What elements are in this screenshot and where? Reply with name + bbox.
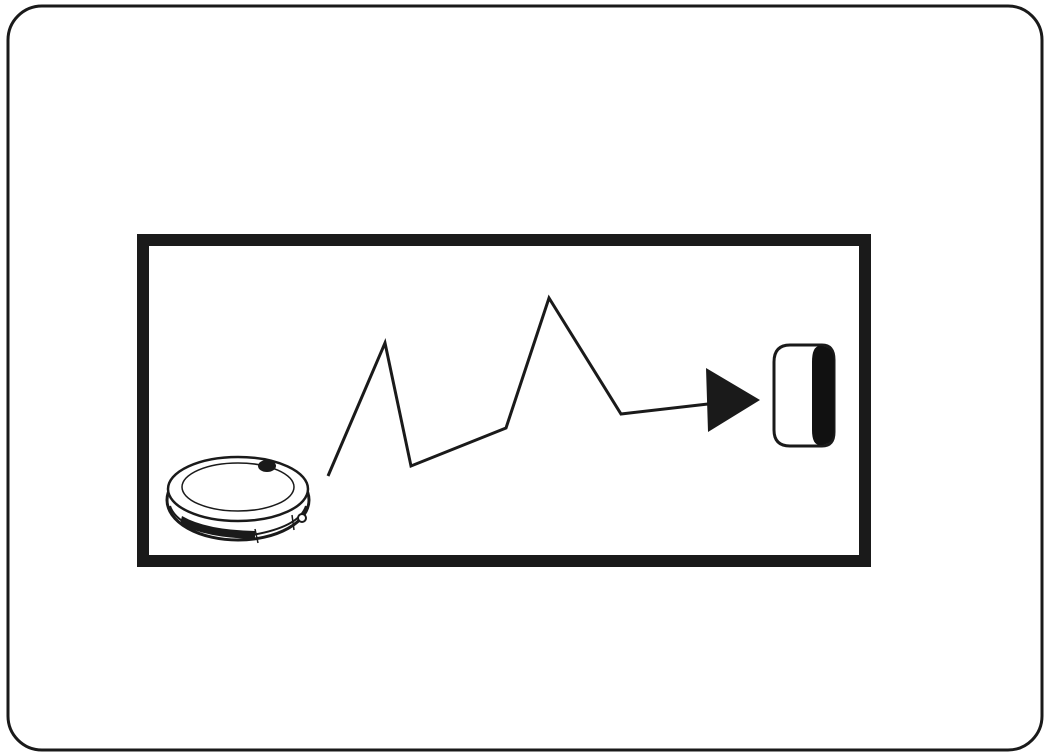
robot-vacuum-icon <box>167 457 309 543</box>
charging-dock-icon <box>774 345 834 446</box>
